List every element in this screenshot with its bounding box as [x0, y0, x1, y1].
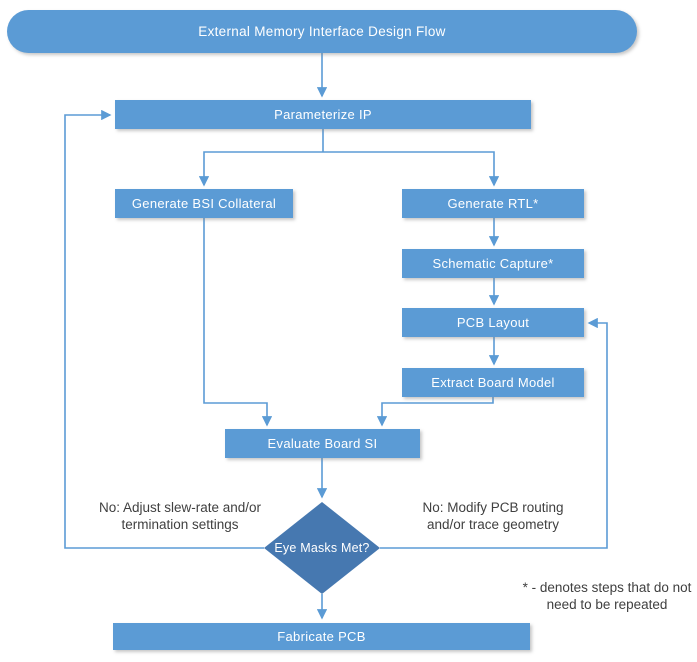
node-parameterize-ip: Parameterize IP [115, 100, 531, 129]
annotation-no-adjust-slew-rate: No: Adjust slew-rate and/or termination … [98, 500, 262, 532]
annotation-no-modify-pcb-routing: No: Modify PCB routing and/or trace geom… [422, 500, 564, 532]
node-generate-bsi-collateral: Generate BSI Collateral [115, 189, 293, 218]
edge-extract-to-evaluate [376, 397, 494, 427]
node-evaluate-board-si: Evaluate Board SI [225, 429, 420, 458]
edge-split-to-generate-rtl [323, 151, 500, 187]
annotation-asterisk-footnote: * - denotes steps that do not need to be… [522, 580, 692, 612]
node-extract-board-model: Extract Board Model [402, 368, 584, 397]
edge-bsi-to-evaluate [203, 218, 273, 427]
edge-decision-no-left-feedback [64, 109, 264, 549]
node-schematic-capture: Schematic Capture* [402, 249, 584, 278]
edge-split-to-generate-bsi [198, 151, 323, 187]
edge-decision-no-right-feedback [380, 317, 608, 549]
node-fabricate-pcb: Fabricate PCB [113, 623, 530, 650]
node-start-terminator: External Memory Interface Design Flow [7, 10, 637, 53]
node-generate-rtl: Generate RTL* [402, 189, 584, 218]
node-pcb-layout: PCB Layout [402, 308, 584, 337]
